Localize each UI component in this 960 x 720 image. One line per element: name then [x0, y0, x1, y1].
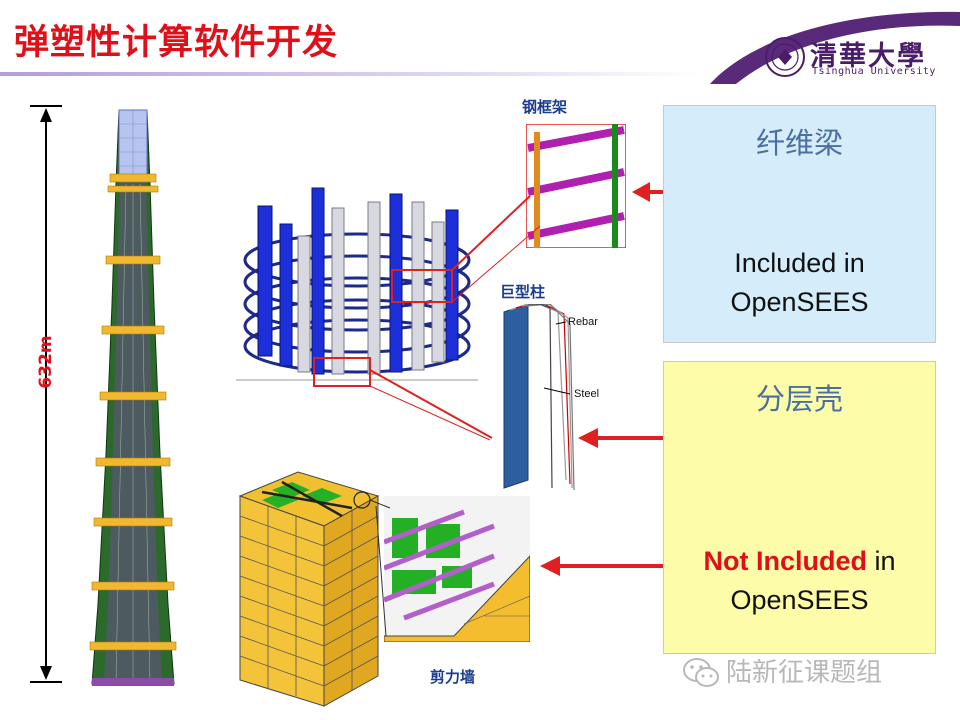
layered-shell-status: Not Included in OpenSEES: [664, 542, 935, 620]
mega-column-label: 巨型柱: [500, 283, 546, 301]
fiber-beam-status: Included in OpenSEES: [664, 244, 935, 322]
fiber-beam-status-line2: OpenSEES: [730, 287, 869, 317]
not-included-highlight: Not Included: [703, 546, 867, 576]
height-dimension-arrow: [30, 105, 62, 683]
fiber-beam-title: 纤维梁: [755, 126, 843, 160]
layered-shell-status-line1: Not Included in: [664, 542, 935, 581]
steel-annotation: Steel: [574, 388, 600, 400]
watermark-text: 陆新征课题组: [726, 658, 883, 688]
logo-chinese: 清華大學: [810, 41, 926, 72]
layered-shell-box: 分层壳 Not Included in OpenSEES: [663, 361, 936, 654]
wechat-icon: [683, 658, 719, 687]
core-tube-model-figure: [236, 187, 478, 381]
rebar-annotation: Rebar: [568, 316, 598, 328]
logo-english: Tsinghua University: [812, 66, 936, 77]
steel-frame-label: 钢框架: [522, 98, 568, 116]
fiber-beam-status-line1: Included in: [734, 248, 865, 278]
tower-model-figure: [89, 109, 177, 686]
layered-shell-status-in: in: [866, 546, 896, 576]
mega-column-figure: [503, 304, 575, 490]
shear-wall-detail-figure: [384, 496, 530, 642]
steel-frame-detail-figure: [526, 124, 626, 248]
fiber-beam-box: 纤维梁 Included in OpenSEES: [663, 105, 936, 343]
shear-wall-label: 剪力墙: [430, 668, 476, 686]
building-model-figure: [238, 471, 380, 707]
title-divider: [0, 72, 700, 76]
tsinghua-seal-icon: [765, 37, 805, 77]
header-swoosh: [710, 11, 960, 84]
layered-shell-title: 分层壳: [755, 382, 843, 416]
slide-title: 弹塑性计算软件开发: [14, 23, 339, 63]
layered-shell-status-line2: OpenSEES: [730, 585, 869, 615]
height-label: 632m: [36, 335, 56, 389]
